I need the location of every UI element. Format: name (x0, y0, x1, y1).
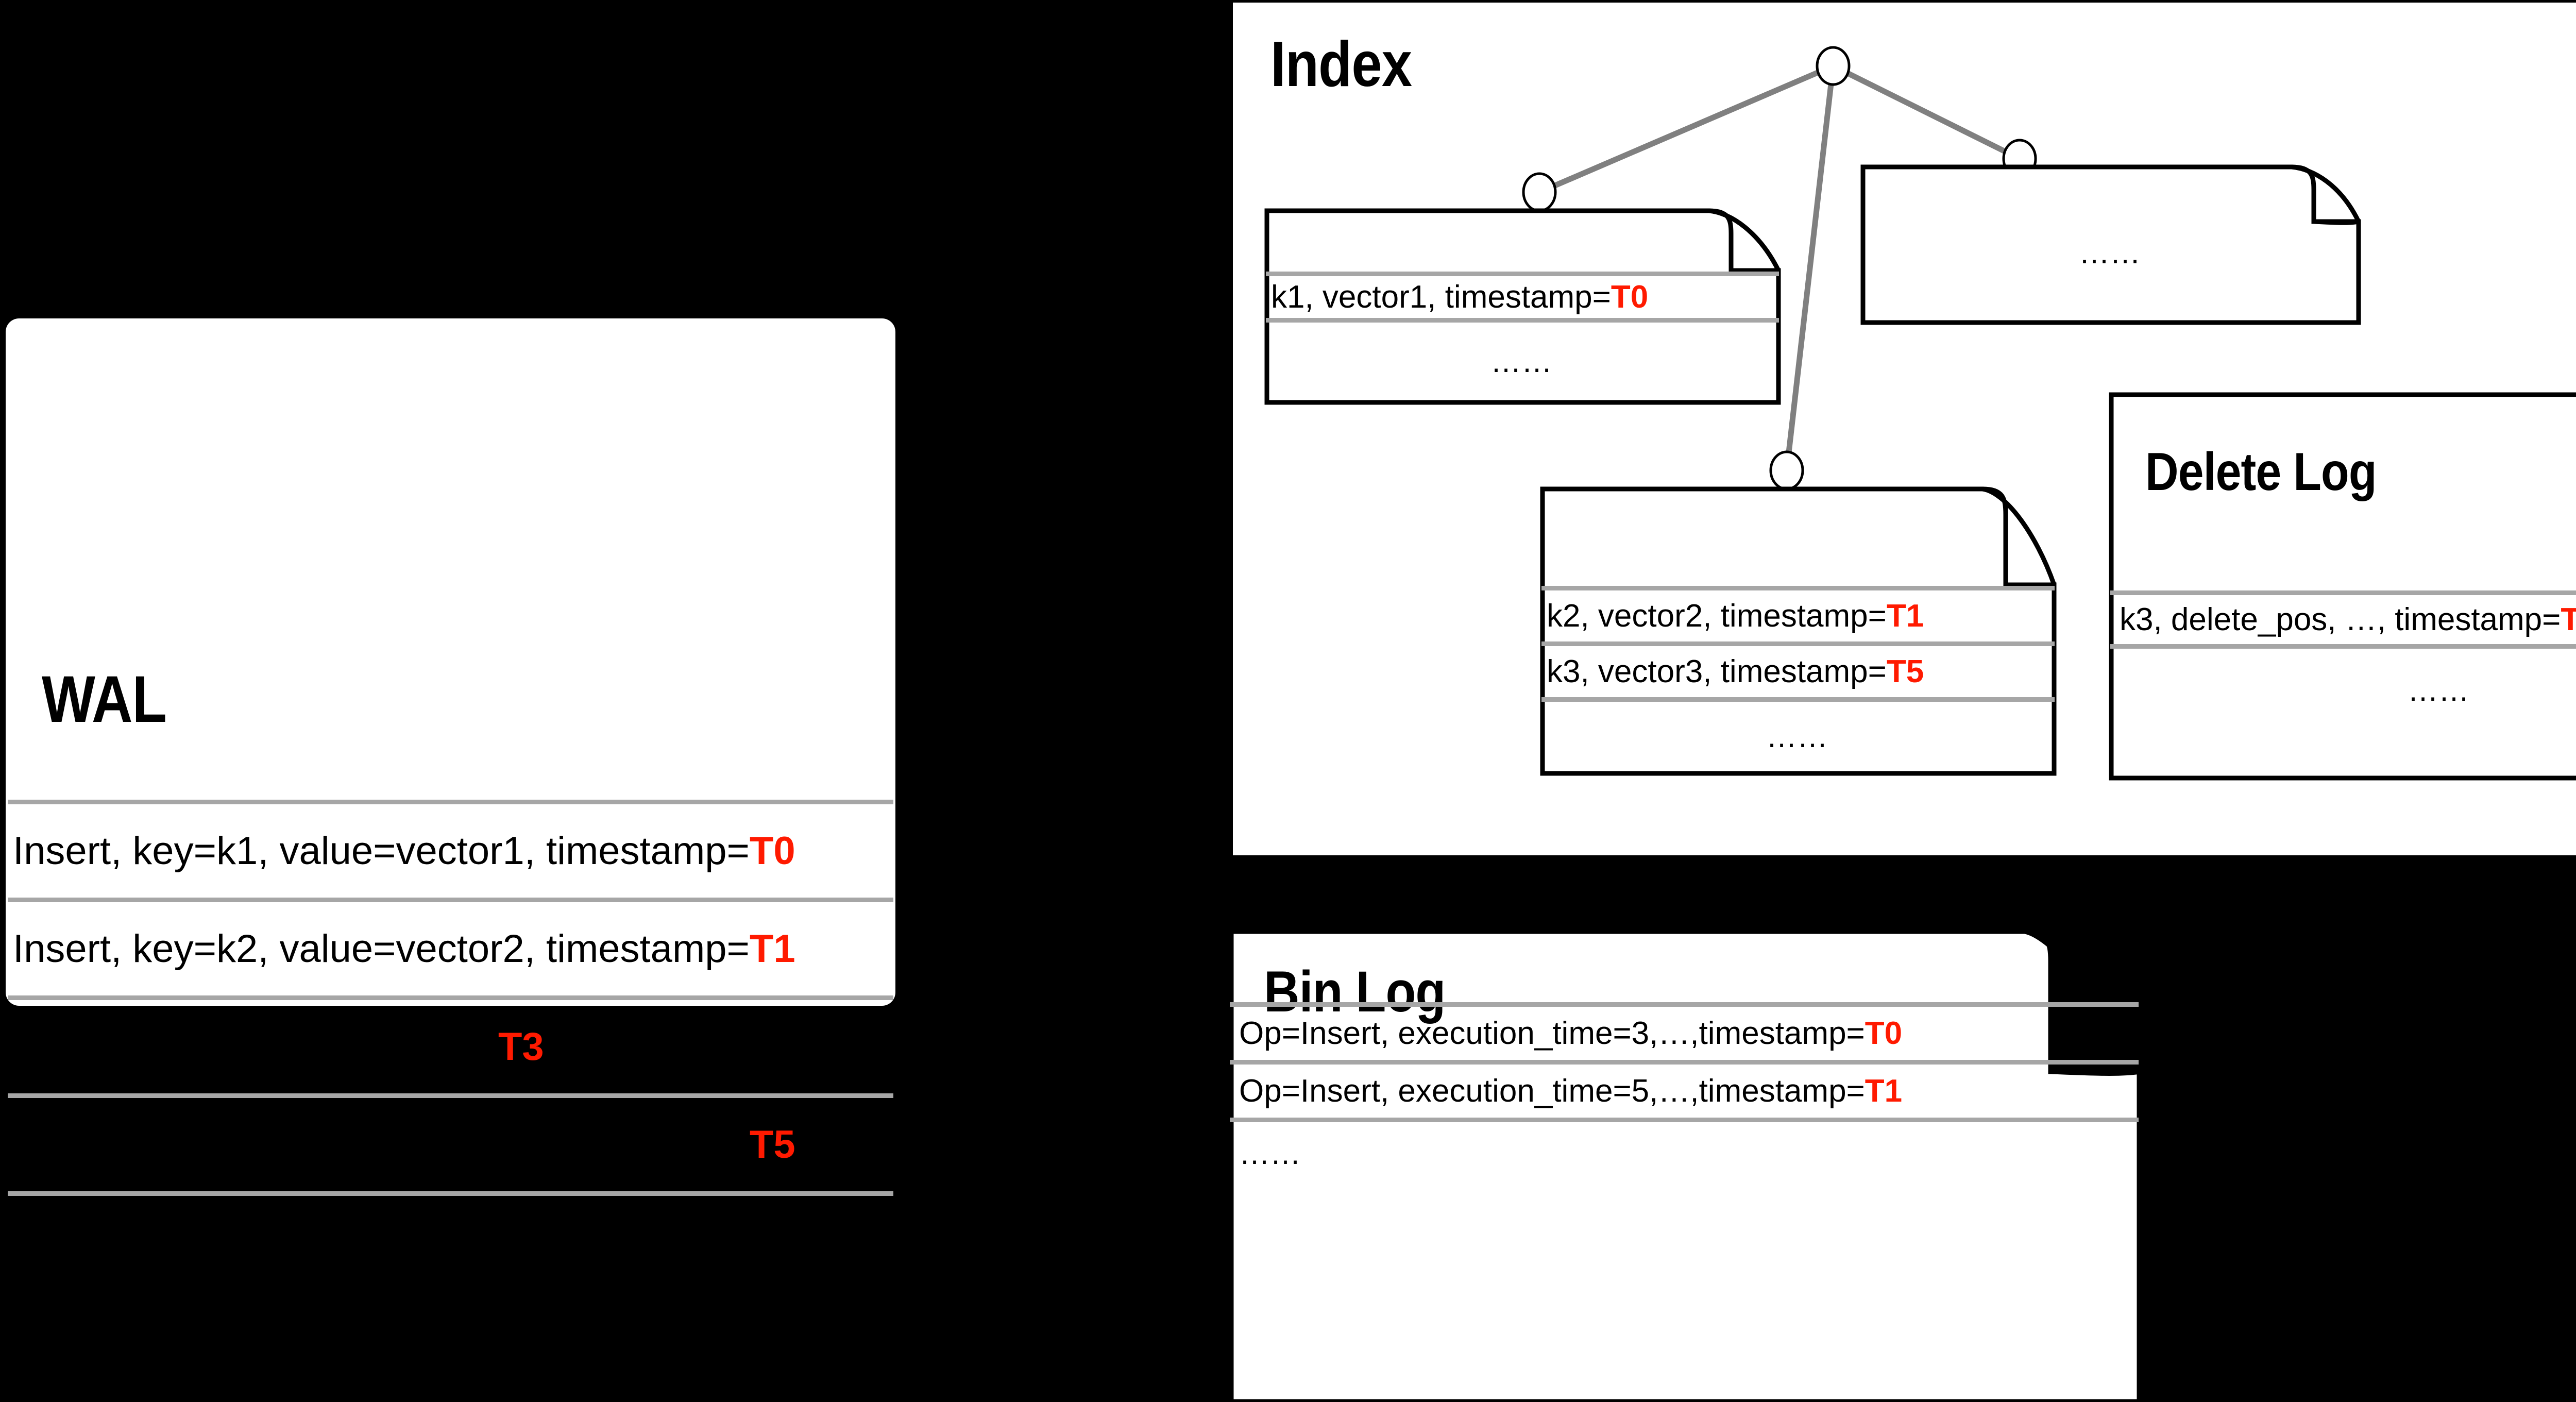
delete-log-row-text: …… (2408, 672, 2469, 707)
delete-log-title: Delete Log (2145, 442, 2377, 502)
index-segment-k2-k3-card: k2, vector2, timestamp=T1 k3, vector3, t… (1540, 486, 2057, 776)
wal-row-text: …… (13, 1222, 87, 1263)
wal-row-timestamp: T5 (749, 1123, 795, 1167)
wal-row-text: Insert, key=k3, value=vector3, timestamp… (13, 1123, 750, 1167)
wal-row: Delete, key=k1, timestamp=T3 (13, 1000, 889, 1093)
wal-row: …… (13, 1196, 889, 1289)
wal-row: Insert, key=k2, value=vector2, timestamp… (13, 902, 889, 995)
index-k2k3-row: k3, vector3, timestamp=T5 (1547, 646, 2052, 697)
bin-log-row: Op=Insert, execution_time=3,…,timestamp=… (1239, 1007, 2136, 1060)
wal-row-text: Delete, key=k1, timestamp= (13, 1025, 498, 1069)
delete-log-divider-2 (2110, 644, 2576, 649)
wal-divider-5 (8, 1191, 893, 1196)
bin-log-row-text: Op=Insert, execution_time=5,…,timestamp= (1239, 1073, 1865, 1109)
card-outline (1228, 928, 2143, 1402)
delete-log-row: …… (2109, 649, 2576, 731)
wal-row-text: Insert, key=k1, value=vector1, timestamp… (13, 829, 750, 873)
wal-row-text: Insert, key=k2, value=vector2, timestamp… (13, 927, 750, 971)
bin-log-divider-3 (1230, 1118, 2139, 1122)
index-k2k3-divider-2 (1541, 641, 2055, 646)
index-right-row: …… (1861, 222, 2359, 283)
wal-divider-4 (8, 1093, 893, 1098)
index-k2k3-row: k2, vector2, timestamp=T1 (1547, 590, 2052, 641)
bin-log-divider-1 (1230, 1002, 2139, 1007)
index-k1-divider-2 (1266, 318, 1779, 323)
wal-row: Insert, key=k1, value=vector1, timestamp… (13, 804, 889, 898)
index-k1-row: …… (1265, 323, 1778, 400)
bin-log-title: Bin Log (1264, 959, 1446, 1024)
card-outline (1860, 164, 2361, 325)
index-k2k3-row-text: k3, vector3, timestamp= (1547, 654, 1887, 689)
bin-log-card: Bin Log Op=Insert, execution_time=3,…,ti… (1228, 928, 2221, 1402)
index-k2k3-row-timestamp: T5 (1886, 654, 1924, 689)
wal-divider-3 (8, 995, 893, 1000)
bin-log-row: …… (1239, 1122, 2136, 1184)
index-title: Index (1270, 29, 1412, 100)
bin-log-row-timestamp: T0 (1865, 1016, 1903, 1051)
wal-row-timestamp: T1 (749, 927, 795, 971)
card-outline (1540, 486, 2057, 776)
delete-log-divider-1 (2110, 590, 2576, 595)
bin-log-row-timestamp: T1 (1865, 1073, 1903, 1109)
index-k1-divider-1 (1266, 272, 1779, 276)
delete-log-card: Delete Log k3, delete_pos, …, timestamp=… (2109, 392, 2576, 781)
bin-log-row-text: …… (1239, 1136, 1301, 1171)
wal-row-timestamp: T0 (749, 829, 795, 873)
index-k2k3-row-text: …… (1766, 719, 1828, 754)
wal-divider-2 (8, 898, 893, 902)
index-k2k3-row-timestamp: T1 (1886, 598, 1924, 634)
index-k2k3-row-text: k2, vector2, timestamp= (1547, 598, 1887, 634)
wal-row: Insert, key=k3, value=vector3, timestamp… (13, 1098, 889, 1191)
index-segment-k1-card: k1, vector1, timestamp=T0 …… (1264, 208, 1781, 405)
wal-divider-1 (8, 800, 893, 804)
wal-panel: WAL Insert, key=k1, value=vector1, times… (6, 318, 895, 1263)
index-k1-row-text: k1, vector1, timestamp= (1271, 279, 1611, 315)
index-k1-row: k1, vector1, timestamp=T0 (1271, 276, 1776, 318)
wal-title: WAL (42, 663, 167, 736)
index-right-row-text: …… (2079, 235, 2141, 270)
delete-log-row: k3, delete_pos, …, timestamp=T3 (2120, 595, 2576, 644)
delete-log-row-timestamp: T3 (2561, 602, 2576, 637)
index-k2k3-divider-3 (1541, 697, 2055, 702)
index-k2k3-divider-1 (1541, 586, 2055, 590)
index-segment-right-card: …… (1860, 164, 2361, 325)
index-k2k3-row: …… (1540, 702, 2054, 771)
index-k1-row-timestamp: T0 (1611, 279, 1649, 315)
index-k1-row-text: …… (1490, 344, 1552, 379)
wal-row-timestamp: T3 (498, 1025, 544, 1069)
delete-log-row-text: k3, delete_pos, …, timestamp= (2120, 602, 2561, 637)
bin-log-row: Op=Insert, execution_time=5,…,timestamp=… (1239, 1065, 2136, 1118)
bin-log-divider-2 (1230, 1060, 2139, 1065)
bin-log-row-text: Op=Insert, execution_time=3,…,timestamp= (1239, 1016, 1865, 1051)
card-outline (1264, 208, 1781, 405)
card-outline (2109, 392, 2576, 781)
